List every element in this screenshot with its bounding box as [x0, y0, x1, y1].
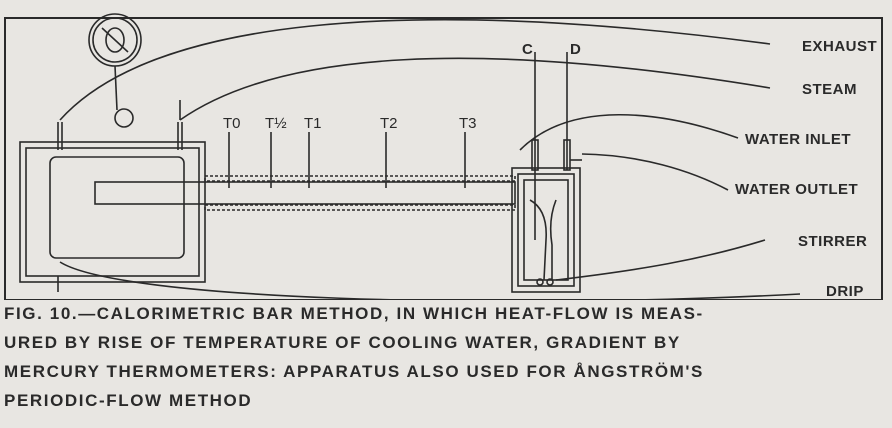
label-drip: Drip	[826, 283, 864, 300]
point-c-label: C	[522, 41, 533, 58]
drip-leader	[59, 261, 801, 300]
thermometer-label: T0	[223, 115, 241, 132]
caption-line: Fig. 10.—Calorimetric bar method, in whi…	[4, 304, 704, 323]
caption-line: periodic-flow method	[4, 391, 253, 410]
thermometer-label: T½	[265, 115, 287, 132]
steam-leader	[179, 57, 771, 121]
thermometer-label: T3	[459, 115, 477, 132]
caption-line: mercury thermometers: apparatus also use…	[4, 362, 704, 381]
thermometers	[228, 132, 466, 188]
label-exhaust: Exhaust	[802, 38, 877, 55]
calorimeter	[511, 52, 582, 293]
caption-line: ured by rise of temperature of cooling w…	[4, 333, 681, 352]
label-steam: Steam	[802, 81, 857, 98]
metal-bar	[94, 175, 516, 211]
point-d-label: D	[570, 41, 581, 58]
label-stirrer: Stirrer	[798, 233, 867, 250]
label-water-outlet: Water Outlet	[735, 181, 858, 198]
stirrer-leader	[555, 239, 766, 281]
thermometer-label: T2	[380, 115, 398, 132]
exhaust-leader	[59, 18, 771, 121]
label-water-inlet: Water Inlet	[745, 131, 851, 148]
figure-caption: Fig. 10.—Calorimetric bar method, in whi…	[4, 299, 888, 415]
water-outlet-leader	[581, 153, 729, 191]
steam-chamber	[19, 100, 206, 292]
water-inlet-leader	[519, 113, 739, 151]
figure-border	[4, 17, 883, 300]
pressure-gauge-icon	[88, 13, 142, 128]
apparatus-diagram: Exhaust Steam Water Inlet Water Outlet S…	[4, 13, 883, 300]
thermometer-label: T1	[304, 115, 322, 132]
